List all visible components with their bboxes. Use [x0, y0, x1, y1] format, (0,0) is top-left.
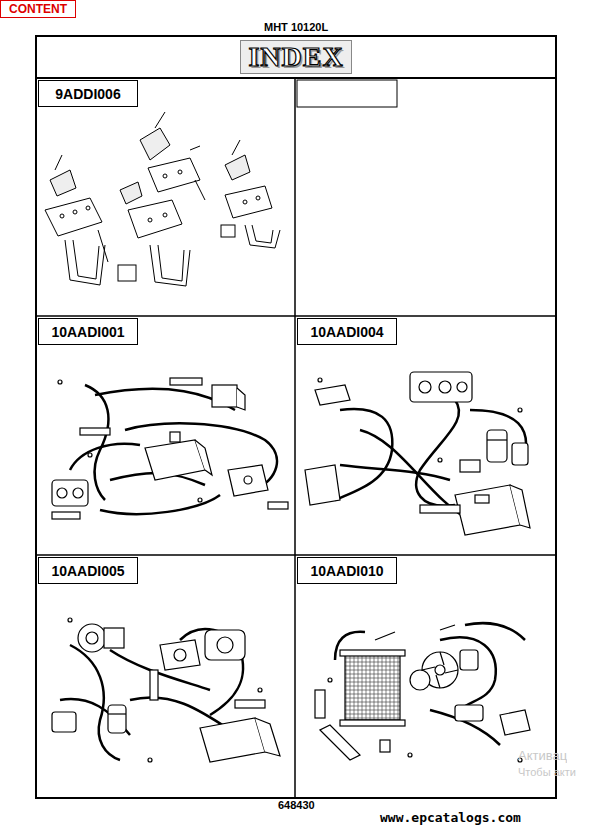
watermark: Активац [518, 748, 567, 763]
section-tab: 9ADDI006 [38, 80, 138, 107]
section-tab: 10AADI005 [38, 557, 138, 584]
tab-label: 10AADI010 [310, 563, 383, 579]
tab-label: 10AADI005 [51, 563, 124, 579]
tab-label: CONTENT [9, 2, 67, 16]
tab-label: 9ADDI006 [55, 86, 120, 102]
content-button: CONTENT [0, 0, 76, 18]
index-title: INDEX [248, 41, 343, 73]
tab-label: 10AADI004 [310, 324, 383, 340]
watermark: Чтобы акти [518, 766, 576, 778]
tab-label: 10AADI001 [51, 324, 124, 340]
section-tab: 10AADI010 [297, 557, 397, 584]
section-tab: 10AADI004 [297, 318, 397, 345]
website: www.epcatalogs.com [380, 810, 521, 825]
model-header: MHT 10120L [264, 21, 328, 33]
index-banner: INDEX [240, 40, 352, 74]
section-tab: 10AADI001 [38, 318, 138, 345]
page-code: 648430 [278, 799, 315, 811]
